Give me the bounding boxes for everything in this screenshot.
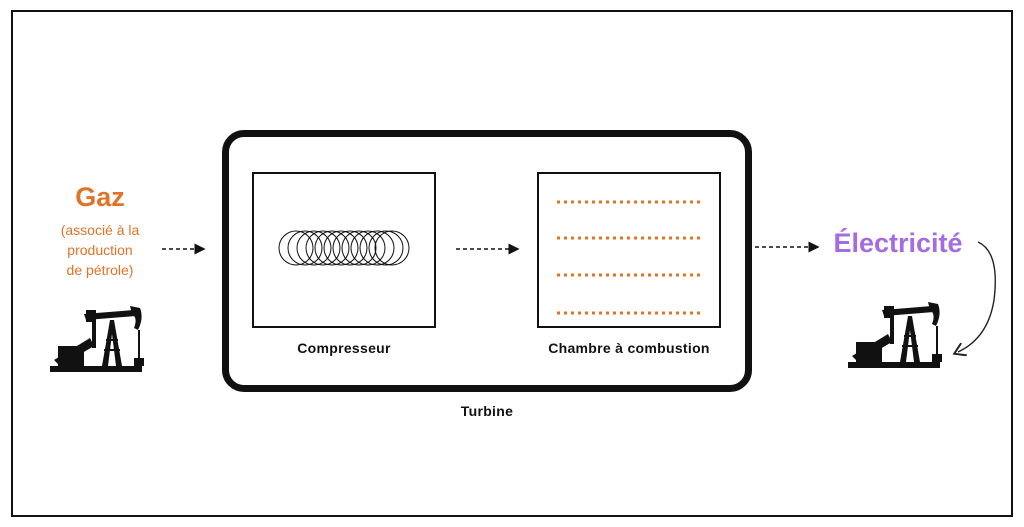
oil-pump-jack-icon — [847, 301, 943, 369]
turbine-label: Turbine — [460, 403, 514, 419]
oil-pump-jack-icon — [49, 305, 145, 373]
coil-icon — [278, 230, 410, 266]
turbine-housing — [222, 130, 752, 392]
gas-subtitle: (associé à la production de pétrole) — [44, 220, 156, 280]
electricity-title: Électricité — [833, 228, 963, 258]
electricity-loop-arrow — [958, 241, 996, 352]
combustion-chamber-box — [537, 172, 721, 328]
compressor-box — [252, 172, 436, 328]
gas-title: Gaz — [75, 182, 125, 212]
diagram-frame — [11, 10, 1013, 517]
gas-subtitle-line-3: de pétrole) — [66, 262, 134, 278]
combustion-chamber-label: Chambre à combustion — [548, 340, 710, 356]
dotted-flame-lines-icon — [557, 200, 704, 315]
gas-subtitle-line-1: (associé à la — [60, 222, 140, 238]
compressor-label: Compresseur — [297, 340, 391, 356]
gas-subtitle-line-2: production — [67, 242, 133, 258]
